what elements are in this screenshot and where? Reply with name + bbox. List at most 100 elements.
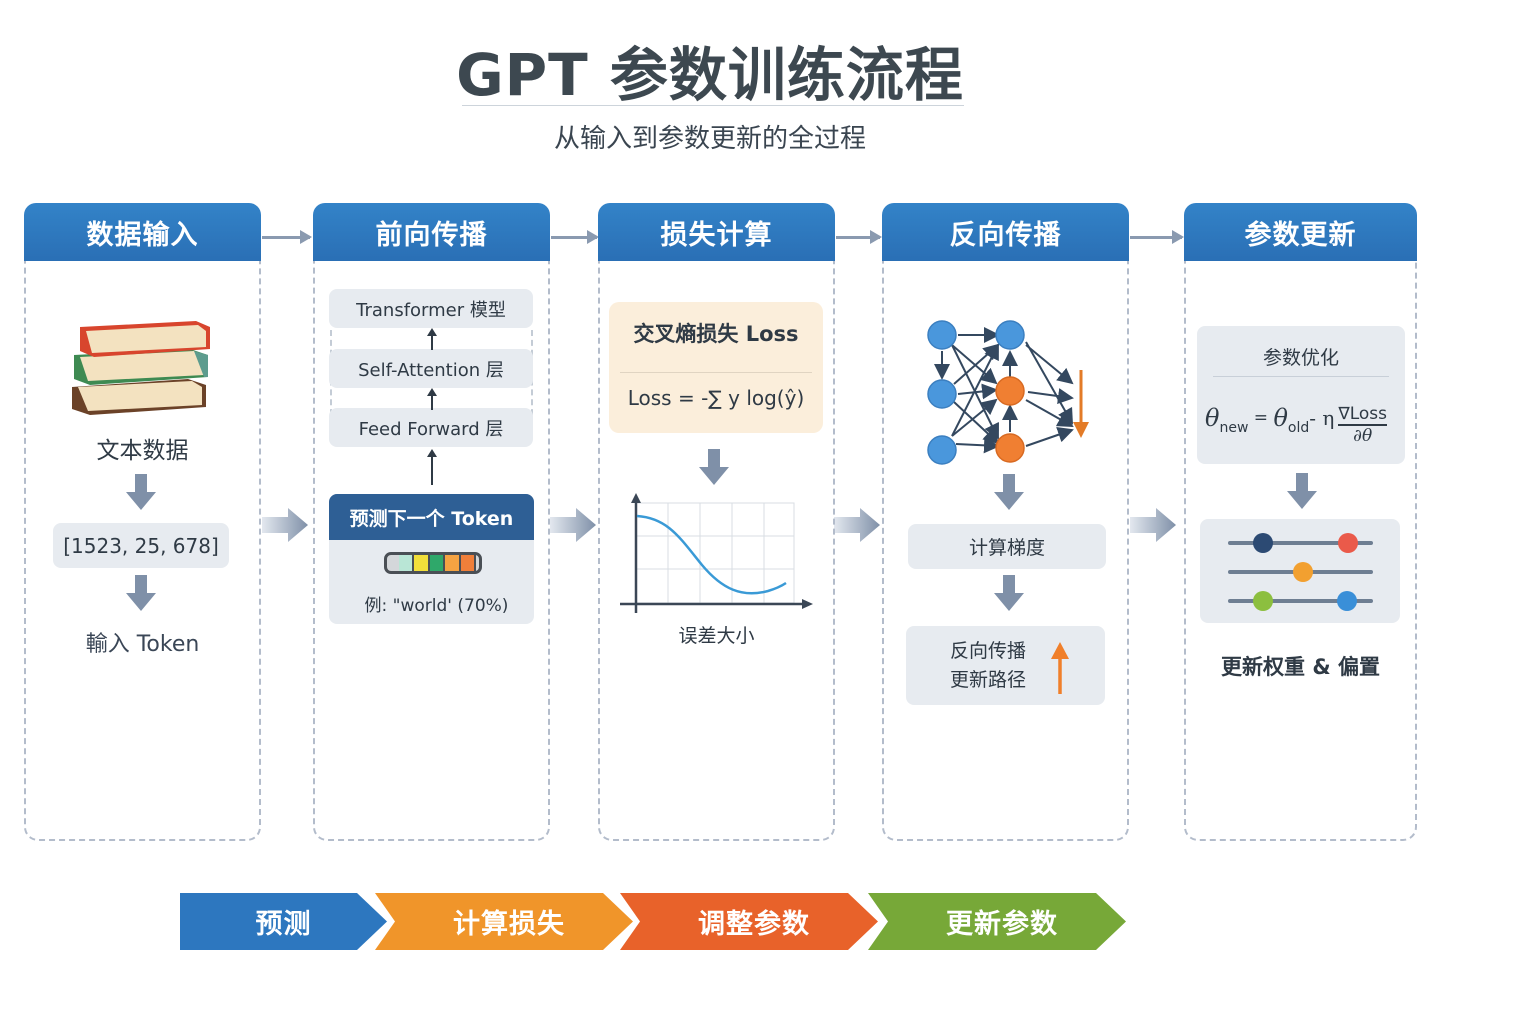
- loss-divider: [620, 372, 812, 373]
- hidden-node-active: [995, 376, 1025, 406]
- flow-arrow-icon: [550, 508, 596, 542]
- pipeline-step-label: 计算损失: [453, 909, 565, 940]
- down-arrow-icon: [994, 474, 1024, 512]
- stage-parameter-update: 参数更新 参数优化 θ new = θ old - η ∇Loss ∂θ 更新权…: [1184, 203, 1417, 841]
- probability-segment: [414, 555, 430, 571]
- backprop-line-1: 反向传播: [950, 640, 1027, 662]
- update-up-arrow-icon: [1051, 642, 1069, 694]
- connector-arrow: [551, 230, 599, 244]
- prediction-header: 预测下一个 Token: [329, 494, 534, 540]
- pipeline-step: 调整参数: [620, 893, 878, 950]
- token-ids-box: [1523, 25, 678]: [53, 523, 229, 568]
- sub-old: old: [1287, 420, 1310, 436]
- down-arrow-icon: [699, 449, 729, 487]
- optimizer-divider: [1213, 376, 1389, 377]
- loss-formula: Loss = -∑ y log(ŷ): [627, 386, 805, 410]
- stage-header: 参数更新: [1184, 203, 1417, 261]
- gradient-down-arrow-icon: [1073, 422, 1089, 438]
- input-node: [927, 320, 957, 350]
- probability-segment: [399, 555, 415, 571]
- backprop-update-box: 反向传播 更新路径: [906, 626, 1105, 705]
- numerator: ∇Loss: [1338, 404, 1388, 426]
- slider-knob[interactable]: [1252, 533, 1273, 553]
- minus-eta: - η: [1309, 406, 1335, 430]
- title-divider: [462, 105, 964, 106]
- backprop-text: 反向传播 更新路径: [950, 637, 1026, 695]
- up-arrow-icon: [427, 388, 437, 410]
- slider-track[interactable]: [1228, 599, 1373, 603]
- book-stack-icon: [72, 321, 210, 415]
- stage-frame: [598, 243, 835, 841]
- probability-segment: [429, 555, 446, 571]
- loss-curve-chart: [620, 493, 813, 613]
- flow-arrow-icon: [1130, 508, 1176, 542]
- slider-knob[interactable]: [1338, 533, 1359, 553]
- stage-backpropagation: 反向传播: [882, 203, 1129, 841]
- gradient-fraction: ∇Loss ∂θ: [1338, 404, 1388, 446]
- slider-track[interactable]: [1228, 541, 1373, 545]
- stage-header: 损失计算: [598, 203, 835, 261]
- connector-arrow: [262, 230, 312, 244]
- stage-frame: [1184, 243, 1417, 841]
- down-arrow-icon: [1287, 473, 1317, 511]
- down-arrow-icon: [126, 474, 156, 512]
- prediction-text: 例: "world' (70%): [364, 596, 509, 616]
- stage-header: 数据输入: [24, 203, 261, 261]
- flow-arrow-icon: [834, 508, 880, 542]
- denominator: ∂θ: [1353, 426, 1373, 446]
- pipeline-step-label: 调整参数: [698, 909, 810, 940]
- probability-bar: [384, 552, 482, 574]
- sub-new: new: [1219, 420, 1249, 436]
- probability-segment: [460, 555, 477, 571]
- hidden-node: [995, 320, 1025, 350]
- pipeline-step-label: 更新参数: [946, 909, 1058, 940]
- flow-arrow-icon: [262, 508, 308, 542]
- probability-segment: [445, 555, 461, 571]
- loss-curve: [636, 514, 787, 595]
- hidden-node-active: [995, 433, 1025, 463]
- pipeline-step: 计算损失: [375, 893, 633, 950]
- stage-frame: [24, 243, 261, 841]
- up-arrow-icon: [427, 449, 437, 485]
- stage-forward-pass: 前向传播 Transformer 模型 Self-Attention 层 Fee…: [313, 203, 550, 841]
- loss-formula-card: 交叉熵损失 Loss Loss = -∑ y log(ŷ): [609, 302, 823, 433]
- pipeline-step: 更新参数: [868, 893, 1126, 950]
- stage-header: 反向传播: [882, 203, 1129, 261]
- down-arrow-icon: [126, 575, 156, 613]
- text-data-label: 文本数据: [96, 438, 189, 464]
- input-token-label: 輸入 Token: [85, 632, 200, 657]
- stage-frame: [882, 243, 1129, 841]
- theta-old: θ: [1273, 404, 1288, 432]
- neural-network-icon: [927, 320, 1089, 465]
- error-size-label: 误差大小: [678, 625, 755, 647]
- slider-knob[interactable]: [1336, 591, 1357, 611]
- stage-header: 前向传播: [313, 203, 550, 261]
- slider-knob[interactable]: [1293, 562, 1314, 582]
- layer-feed-forward: Feed Forward 层: [329, 408, 533, 447]
- up-arrow-icon: [427, 328, 437, 350]
- down-arrow-icon: [994, 575, 1024, 613]
- stage-loss-calculation: 损失计算 交叉熵损失 Loss Loss = -∑ y log(ŷ) 误差大小: [598, 203, 835, 841]
- pipeline-step-label: 预测: [255, 909, 312, 940]
- backprop-line-2: 更新路径: [950, 669, 1027, 691]
- stage-frame: [313, 243, 550, 841]
- layer-self-attention: Self-Attention 层: [329, 349, 533, 388]
- optimizer-card: 参数优化 θ new = θ old - η ∇Loss ∂θ: [1197, 326, 1405, 464]
- prediction-card: 预测下一个 Token 例: "world' (70%): [329, 494, 534, 624]
- stage-data-input: 数据输入 文本数据 [1523, 25, 678] 輸入 Token: [24, 203, 261, 841]
- compute-gradient-box: 计算梯度: [908, 524, 1106, 569]
- input-node: [927, 435, 957, 465]
- loss-title: 交叉熵损失 Loss: [633, 322, 799, 346]
- update-formula: θ new = θ old - η ∇Loss ∂θ: [1205, 404, 1388, 446]
- optimizer-title: 参数优化: [1262, 347, 1339, 369]
- equals: =: [1248, 408, 1274, 428]
- weights-sliders-panel: [1200, 519, 1400, 623]
- connector-arrow: [836, 230, 882, 244]
- theta-new: θ: [1205, 404, 1220, 432]
- pipeline-step: 预测: [180, 893, 387, 950]
- slider-knob[interactable]: [1252, 591, 1273, 611]
- update-weights-label: 更新权重 & 偏置: [1221, 655, 1380, 679]
- connector-arrow: [1130, 230, 1184, 244]
- page-subtitle: 从输入到参数更新的全过程: [553, 124, 866, 154]
- page-title: GPT 参数训练流程: [456, 41, 964, 109]
